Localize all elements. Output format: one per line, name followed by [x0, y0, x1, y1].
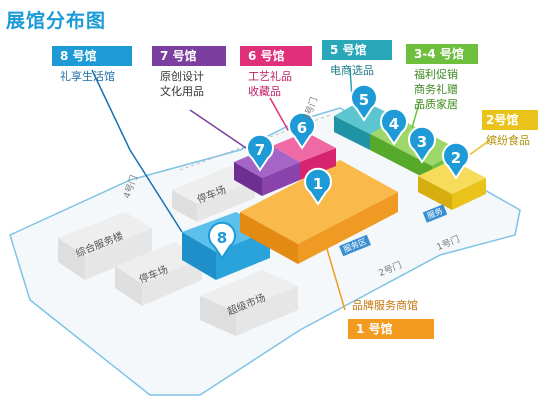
map-pin-1-marker — [304, 167, 332, 206]
map-pin-4-label: 4 — [389, 115, 399, 133]
map-pin-2[interactable]: 2 — [442, 141, 470, 180]
hall-card-34-desc-1: 商务礼赠 — [414, 83, 458, 96]
building-supermarket — [200, 270, 298, 336]
hall-card-34[interactable]: 3-4 号馆 福利促销 商务礼赠 品质家居 — [406, 44, 478, 115]
map-pin-8-label: 8 — [217, 229, 227, 247]
hall-card-6-desc-1: 收藏品 — [248, 85, 281, 98]
map-pin-2-marker — [442, 141, 470, 180]
map-pin-4[interactable]: 4 — [380, 107, 408, 146]
hall-card-5-title: 5 号馆 — [322, 40, 392, 60]
map-pin-1[interactable]: 1 — [304, 167, 332, 206]
map-pin-7[interactable]: 7 — [246, 133, 274, 172]
map-pin-5-marker — [350, 83, 378, 122]
hall-card-2[interactable]: 2号馆 缤纷食品 — [482, 110, 538, 151]
leader-34 — [411, 99, 421, 129]
map-pin-1-label: 1 — [313, 175, 323, 193]
hall-card-8[interactable]: 8 号馆 礼享生活馆 — [52, 46, 132, 87]
map-pin-6-label: 6 — [297, 119, 307, 137]
leader-2 — [467, 139, 491, 157]
map-pin-6-marker — [288, 111, 316, 150]
hall-card-2-desc-0: 缤纷食品 — [486, 134, 530, 147]
leader-1 — [321, 231, 346, 311]
hall-card-7-desc-1: 文化用品 — [160, 85, 204, 98]
building-service — [58, 212, 152, 280]
map-pin-7-marker — [246, 133, 274, 172]
leader-7 — [189, 109, 247, 149]
hall-card-6-desc-0: 工艺礼品 — [248, 70, 292, 83]
hall-card-8-desc-0: 礼享生活馆 — [60, 70, 115, 83]
hall-card-7-title: 7 号馆 — [152, 46, 226, 66]
hall-card-1-desc-0: 品牌服务商馆 — [352, 299, 418, 312]
leader-8 — [91, 69, 183, 233]
hall-card-6[interactable]: 6 号馆 工艺礼品 收藏品 — [240, 46, 312, 102]
hall-card-1[interactable]: 品牌服务商馆 1 号馆 — [348, 296, 434, 339]
map-pin-3-label: 3 — [417, 133, 427, 151]
map-pin-8[interactable]: 8 — [208, 221, 236, 260]
building-parking1 — [115, 242, 202, 306]
hall-card-2-title: 2号馆 — [482, 110, 538, 130]
hall-card-7[interactable]: 7 号馆 原创设计 文化用品 — [152, 46, 226, 102]
hall-card-34-desc-2: 品质家居 — [414, 98, 458, 111]
hall-7-block[interactable] — [234, 146, 300, 196]
map-pin-2-label: 2 — [451, 149, 461, 167]
map-pin-5-label: 5 — [359, 91, 369, 109]
map-pin-6[interactable]: 6 — [288, 111, 316, 150]
map-pin-7-label: 7 — [255, 141, 265, 159]
map-pin-5[interactable]: 5 — [350, 83, 378, 122]
hall-card-7-desc-0: 原创设计 — [160, 70, 204, 83]
hall-card-34-title: 3-4 号馆 — [406, 44, 478, 64]
hall-card-8-title: 8 号馆 — [52, 46, 132, 66]
map-pin-4-marker — [380, 107, 408, 146]
hall-card-1-title: 1 号馆 — [348, 319, 434, 339]
page-title: 展馆分布图 — [6, 10, 107, 32]
leader-6 — [269, 97, 289, 131]
hall-card-6-title: 6 号馆 — [240, 46, 312, 66]
hall-card-34-desc-0: 福利促销 — [414, 68, 458, 81]
map-pin-3-marker — [408, 125, 436, 164]
map-pin-3[interactable]: 3 — [408, 125, 436, 164]
hall-card-5-desc-0: 电商选品 — [330, 64, 374, 77]
hall-card-5[interactable]: 5 号馆 电商选品 — [322, 40, 392, 81]
hall-2-block[interactable] — [418, 160, 486, 210]
map-pin-8-marker — [208, 221, 236, 260]
